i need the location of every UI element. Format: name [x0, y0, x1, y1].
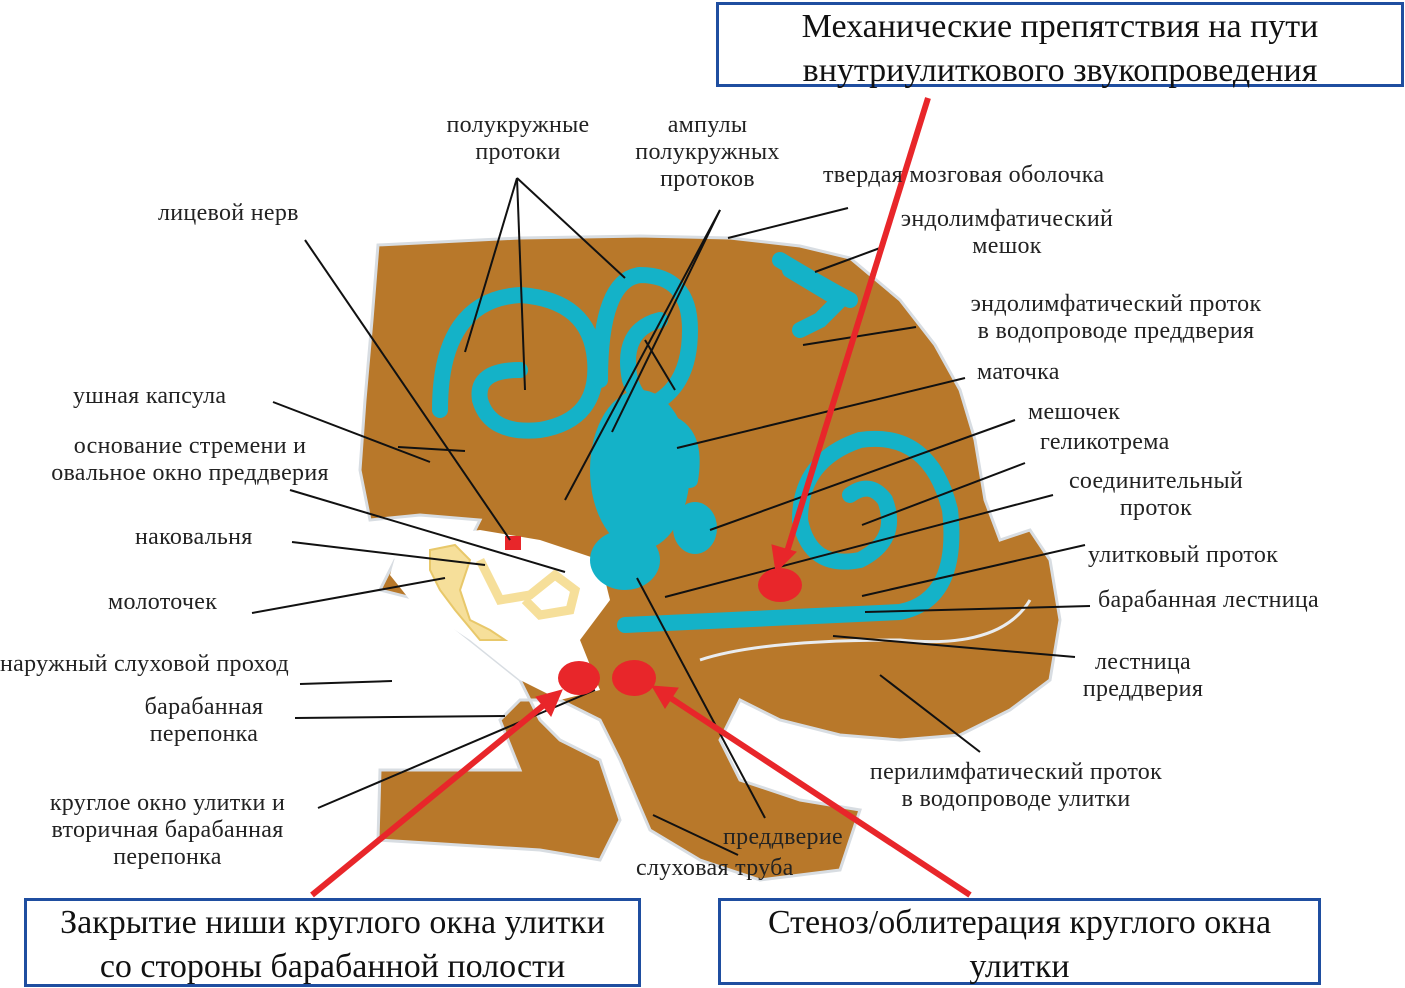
label-incus: наковальня — [135, 524, 253, 550]
label-otic-capsule: ушная капсула — [73, 383, 227, 409]
title-box-mechanical-obstructions: Механические препятствия на пути внутриу… — [716, 2, 1404, 89]
label-facial-nerve: лицевой нерв — [158, 200, 299, 226]
label-semicircular-canals: полукружные протоки — [446, 112, 590, 165]
label-scala-tympani: барабанная лестница — [1098, 587, 1320, 613]
utricle-shape — [590, 390, 690, 550]
label-endolymphatic-sac: эндолимфатический мешок — [900, 206, 1114, 259]
label-scala-vestibuli: лестница преддверия — [1082, 649, 1204, 702]
box-round-window-stenosis: Стеноз/облитерация круглого окна улитки — [718, 898, 1321, 985]
incus-shape — [475, 557, 581, 620]
leader-lines — [251, 177, 1091, 856]
label-vestibule: преддверие — [723, 824, 843, 850]
label-dura-mater: твердая мозговая оболочка — [823, 162, 1105, 188]
label-utricle: маточка — [977, 359, 1060, 385]
obstruction-markers — [558, 568, 802, 696]
vestibule-shape — [590, 530, 660, 590]
label-external-auditory-canal: наружный слуховой проход — [0, 651, 290, 677]
red-arrows — [310, 97, 972, 898]
label-eustachian-tube: слуховая труба — [636, 855, 794, 881]
label-cochlear-duct: улитковый проток — [1088, 542, 1279, 568]
label-perilymphatic-duct: перилимфатический проток в водопроводе у… — [869, 759, 1163, 812]
cochlea-bone-rim — [699, 599, 1032, 662]
box-round-window-niche-closure: Закрытие ниши круглого окна улитки со ст… — [24, 898, 641, 987]
label-ductus-reuniens: соединительный проток — [1068, 468, 1244, 521]
malleus-shape — [429, 543, 509, 641]
label-tympanic-membrane: барабанная перепонка — [144, 694, 264, 747]
label-saccule: мешочек — [1028, 399, 1121, 425]
label-helicotrema: геликотрема — [1040, 429, 1170, 455]
saccule-shape — [673, 502, 717, 554]
label-stapes-oval-window: основание стремени и овальное окно предд… — [51, 433, 329, 486]
label-ampullae: ампулы полукружных протоков — [635, 112, 780, 192]
label-round-window: круглое окно улитки и вторичная барабанн… — [49, 790, 286, 870]
label-endolymphatic-duct: эндолимфатический проток в водопроводе п… — [970, 291, 1262, 344]
label-malleus: молоточек — [108, 589, 218, 615]
facial-nerve-dot — [505, 536, 521, 550]
